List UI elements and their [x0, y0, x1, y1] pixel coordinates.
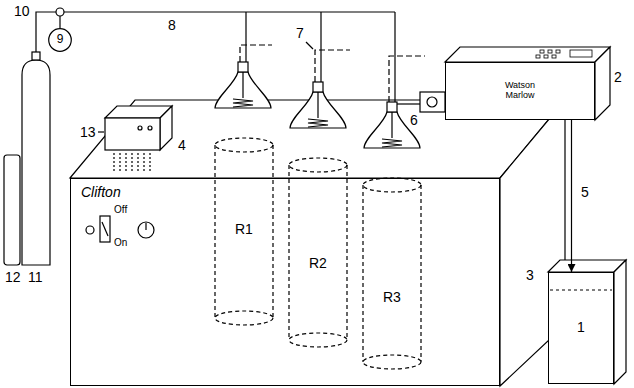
- controller-knob: [148, 126, 152, 130]
- reactor-label: R2: [309, 256, 327, 270]
- key: [536, 55, 540, 58]
- gas-cylinder: [22, 60, 50, 265]
- callout-number: 12: [5, 270, 21, 284]
- node-text: Clifton: [81, 185, 121, 200]
- node-text: 1: [577, 320, 585, 335]
- key: [544, 55, 548, 58]
- bottle-neck: [387, 102, 397, 112]
- node-text: Watson Marlow: [500, 81, 540, 101]
- vessel-wall: [289, 165, 347, 340]
- feed-tube: [397, 103, 420, 104]
- reactor-vessels: [215, 138, 421, 369]
- controller-knob: [138, 126, 142, 130]
- reactor-bottle: [215, 62, 271, 108]
- controller-box: [105, 118, 160, 150]
- pump-rotor: [427, 97, 437, 107]
- vessel-base: [289, 333, 347, 347]
- callout-number: 6: [410, 113, 418, 127]
- callout-number: 7: [296, 26, 304, 40]
- vessel-base: [363, 355, 421, 369]
- pump-side: [595, 47, 610, 120]
- bottle-body: [290, 92, 346, 128]
- reactor-label: R3: [383, 290, 401, 304]
- callout-number: 13: [80, 125, 96, 139]
- vessel-rim: [215, 138, 273, 152]
- key: [540, 50, 544, 53]
- gas-tube: [246, 12, 395, 102]
- key: [552, 55, 556, 58]
- bottle-body: [215, 72, 271, 108]
- callout-number: 2: [614, 70, 622, 84]
- water-bath: Clifton: [70, 178, 500, 386]
- stirrer: [233, 72, 253, 107]
- pump-head: [420, 92, 445, 112]
- bath-front: [70, 178, 500, 386]
- bottle-body: [364, 112, 420, 148]
- tube-connector: [571, 120, 572, 272]
- pump-top: [445, 47, 610, 62]
- power-switch: [100, 216, 110, 242]
- controller-side: [160, 106, 172, 150]
- tank-front: [548, 272, 614, 384]
- temperature-dial: [138, 222, 154, 238]
- switch-label: On: [114, 238, 127, 248]
- reactor-bottle: [290, 82, 346, 128]
- bottle-neck: [313, 82, 323, 92]
- valve-symbol: [56, 8, 64, 16]
- callout-number: 5: [581, 185, 589, 199]
- switch-label: Off: [114, 205, 127, 215]
- vessel-base: [215, 311, 273, 325]
- key: [556, 50, 560, 53]
- stirrer: [308, 92, 328, 127]
- callout-number: 3: [526, 268, 534, 282]
- vessel-wall: [363, 185, 421, 362]
- pump-front: [445, 62, 595, 120]
- reactor-bottle: [364, 102, 420, 148]
- callout-number: 10: [14, 4, 30, 18]
- sampling-line: [240, 45, 425, 102]
- reactor-label: R1: [235, 222, 253, 236]
- stirrer: [382, 112, 402, 147]
- vessel-rim: [289, 158, 347, 172]
- dial-pointer: [145, 223, 146, 230]
- bottle-neck: [238, 62, 248, 72]
- gauge-stem: [59, 16, 60, 28]
- gas-rail: [64, 11, 395, 12]
- display: [570, 50, 592, 57]
- leader-line: [98, 131, 104, 132]
- vessel-rim: [363, 178, 421, 192]
- cylinder-neck: [32, 52, 40, 60]
- tank-box: 1: [548, 272, 614, 384]
- callout-number: 4: [178, 138, 186, 152]
- water-level: [550, 289, 612, 290]
- indicator-lamp: [86, 226, 94, 234]
- heater-coil: [114, 153, 150, 172]
- pump-box: Watson Marlow: [445, 62, 595, 120]
- tank-side: [614, 260, 626, 384]
- small-cylinder: [4, 155, 20, 265]
- callout-number: 8: [168, 18, 176, 32]
- node-text: 9: [57, 33, 64, 46]
- keypad: [536, 50, 592, 58]
- vessel-wall: [215, 145, 273, 318]
- leader-line: [306, 42, 313, 49]
- switch-lever: [102, 222, 108, 236]
- callout-number: 11: [28, 270, 43, 284]
- gauge-circle: 9: [48, 28, 72, 52]
- key: [548, 50, 552, 53]
- tank-top: [548, 260, 626, 272]
- gauge-outline: [49, 29, 72, 52]
